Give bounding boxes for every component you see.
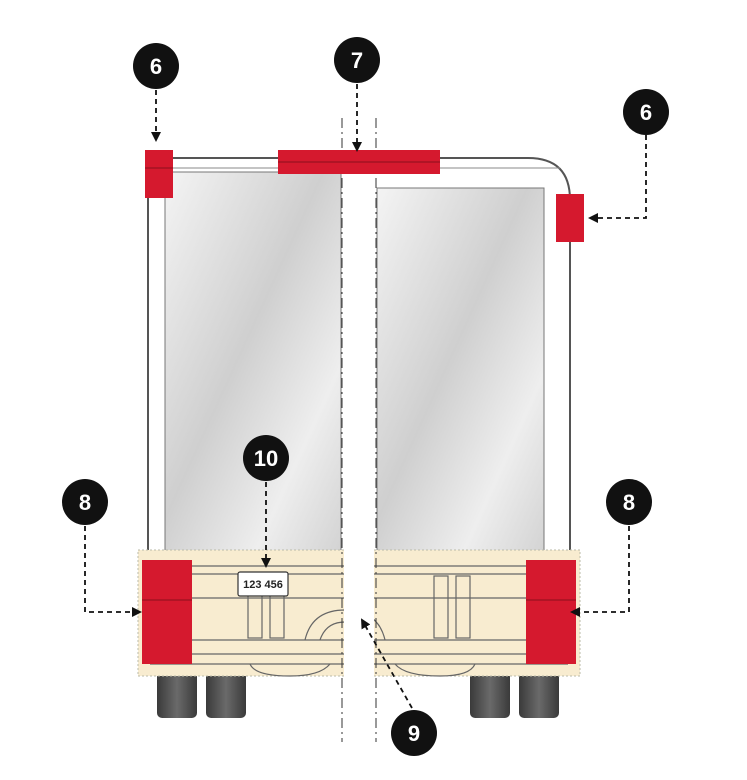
svg-text:6: 6 (150, 54, 162, 79)
tire-left-inner (206, 672, 246, 718)
svg-text:7: 7 (351, 48, 363, 73)
leader-8-left (84, 526, 142, 617)
tire-left-outer (157, 672, 197, 718)
svg-text:9: 9 (408, 721, 420, 746)
leader-lines (84, 84, 647, 709)
svg-text:6: 6 (640, 100, 652, 125)
reflector-right-lower (526, 560, 576, 664)
svg-text:8: 8 (79, 490, 91, 515)
license-plate: 123 456 (237, 571, 289, 597)
reflector-right-upper-side (556, 194, 584, 242)
reflector-top-left-corner (145, 150, 173, 198)
right-door-panel (376, 187, 545, 559)
callout-7: 7 (334, 37, 380, 83)
center-door-gap (344, 172, 374, 682)
callout-6-right: 6 (623, 89, 669, 135)
leader-9 (361, 618, 413, 709)
callout-10: 10 (243, 435, 289, 481)
callout-8-left: 8 (62, 479, 108, 525)
left-door-panel (164, 171, 342, 558)
callout-9: 9 (391, 710, 437, 756)
license-plate-number: 123 456 (243, 579, 283, 591)
tire-right-outer (519, 672, 559, 718)
reflector-left-lower (142, 560, 192, 664)
tire-right-inner (470, 672, 510, 718)
rear-tires (157, 672, 559, 718)
callout-6-left: 6 (133, 43, 179, 89)
svg-text:8: 8 (623, 490, 635, 515)
callout-8-right: 8 (606, 479, 652, 525)
leader-6-right (588, 135, 647, 223)
svg-text:10: 10 (254, 446, 278, 471)
reflective-markings (142, 150, 584, 664)
leader-8-right (570, 526, 630, 617)
